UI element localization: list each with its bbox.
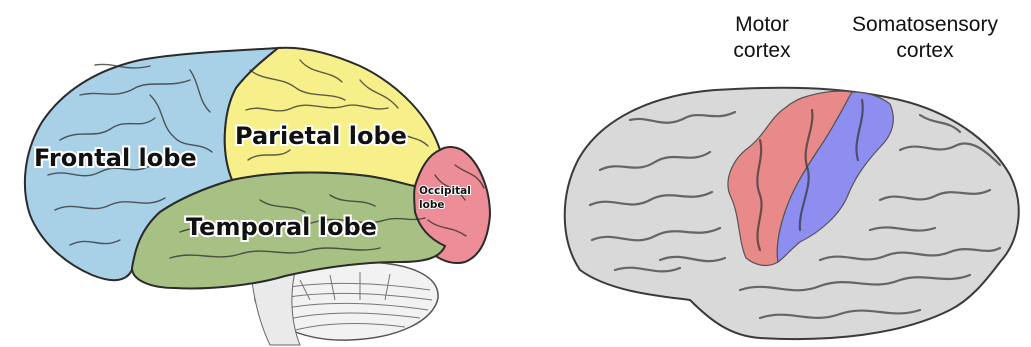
temporal-lobe-label: Temporal lobe — [186, 213, 377, 241]
somatosensory-cortex-label-line1: Somatosensory — [852, 13, 998, 36]
occipital-lobe-label-line2: lobe — [419, 199, 444, 211]
occipital-lobe-label-line1: Occipital — [419, 185, 471, 197]
parietal-lobe-label: Parietal lobe — [235, 122, 407, 150]
frontal-lobe-label: Frontal lobe — [34, 144, 197, 172]
somatosensory-cortex-label-line2: cortex — [896, 39, 954, 62]
lobes-diagram: Frontal lobe Parietal lobe Temporal lobe… — [25, 48, 490, 345]
parietal-lobe-region — [225, 48, 440, 186]
cortex-diagram: Motor cortex Somatosensory cortex — [565, 13, 1019, 339]
motor-cortex-label-line2: cortex — [733, 39, 791, 62]
motor-cortex-label-line1: Motor — [735, 13, 789, 36]
